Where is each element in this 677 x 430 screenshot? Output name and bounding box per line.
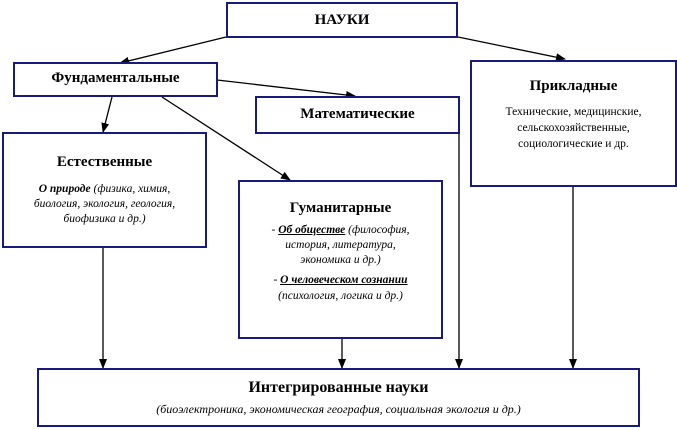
mathematical-title: Математические (300, 106, 415, 122)
integrated-subtitle: (биоэлектроника, экономическая география… (156, 402, 521, 416)
natural-line-3: биофизика и др.) (63, 213, 146, 225)
applied-line-1: Технические, медицинские, (505, 106, 642, 118)
humanitarian-item1-line-3: экономика и др.) (300, 254, 381, 266)
natural-lead: О природе (38, 183, 91, 195)
natural-node: Естественные О природе (физика, химия, б… (2, 132, 207, 248)
integrated-node: Интегрированные науки (биоэлектроника, э… (37, 368, 640, 427)
integrated-title: Интегрированные науки (248, 379, 429, 396)
humanitarian-item1-rest: (философия, (345, 224, 410, 236)
natural-line-2: биология, экология, геология, (33, 198, 176, 210)
arrow-fundamental-to-natural (101, 96, 113, 133)
root-node: НАУКИ (226, 2, 458, 38)
arrow-fundamental-to-mathematical (216, 79, 356, 99)
arrow-root-to-applied (457, 36, 566, 62)
arrow-root-to-fundamental (119, 36, 227, 65)
humanitarian-item2-line-2: (психология, логика и др.) (278, 290, 403, 302)
humanitarian-item2-lead: О человеческом сознании (280, 274, 408, 286)
applied-title: Прикладные (529, 78, 618, 94)
humanitarian-item2-dash: - (273, 274, 281, 286)
fundamental-title: Фундаментальные (51, 70, 180, 86)
humanitarian-item2-line-1: - О человеческом сознании (240, 273, 441, 287)
fundamental-node: Фундаментальные (13, 62, 218, 97)
humanitarian-node: Гуманитарные - Об обществе (философия, и… (238, 180, 443, 339)
natural-lead-rest: (физика, химия, (90, 183, 171, 195)
natural-title: Естественные (56, 154, 153, 170)
humanitarian-item1-line-1: - Об обществе (философия, (240, 223, 441, 237)
mathematical-node: Математические (255, 96, 460, 134)
humanitarian-item1-dash: - (271, 224, 279, 236)
applied-node: Прикладные Технические, медицинские, сел… (470, 60, 677, 187)
humanitarian-item1-lead: Об обществе (278, 224, 346, 236)
arrow-fundamental-to-humanitarian (161, 96, 291, 181)
natural-line-1: О природе (физика, химия, (4, 182, 205, 196)
humanitarian-item1-line-2: история, литература, (285, 239, 396, 251)
applied-line-2: сельскохозяйственные, (517, 122, 630, 134)
humanitarian-title: Гуманитарные (289, 200, 392, 216)
applied-line-3: социологические и др. (518, 138, 629, 150)
root-title: НАУКИ (314, 12, 370, 28)
